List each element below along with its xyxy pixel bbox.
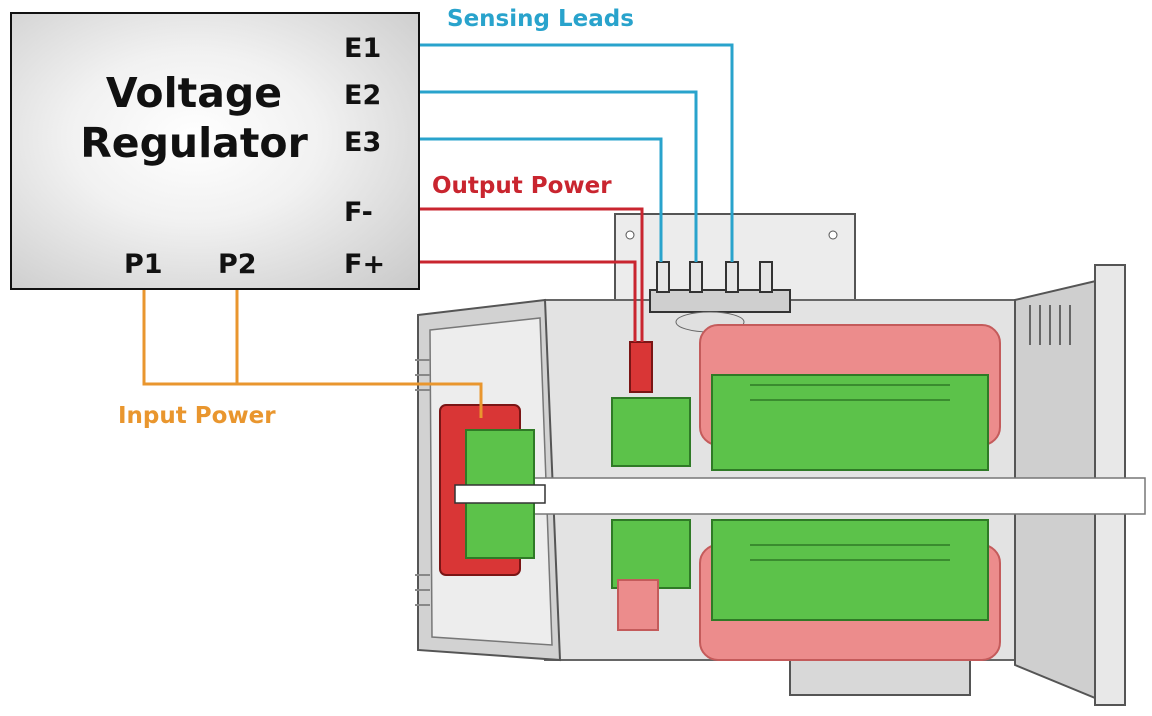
input-power-label: Input Power [118, 403, 276, 429]
voltage-regulator-box: Voltage Regulator E1 E2 E3 F- F+ P1 P2 [10, 12, 420, 290]
terminal-e1: E1 [344, 33, 382, 64]
input-lead-p2 [235, 284, 483, 418]
regulator-title-line1: Voltage [105, 69, 283, 117]
sensing-leads [398, 43, 734, 262]
terminal-f-minus: F- [344, 197, 373, 228]
output-lead-f-minus [398, 207, 644, 342]
sensing-lead-e2 [398, 90, 698, 262]
regulator-title-line2: Regulator [80, 119, 308, 167]
terminal-e3: E3 [344, 127, 382, 158]
terminal-p2: P2 [218, 249, 257, 280]
terminal-e2: E2 [344, 80, 382, 111]
pmg-assembly [439, 404, 546, 576]
input-lead-p1 [142, 284, 237, 386]
exciter-stator [617, 341, 659, 631]
sensing-lead-e1 [398, 43, 734, 262]
terminal-p1: P1 [124, 249, 163, 280]
main-rotor [711, 374, 989, 621]
sensing-leads-label: Sensing Leads [447, 6, 634, 32]
input-power-leads [142, 284, 483, 418]
output-power-leads [398, 207, 644, 342]
sensing-lead-e3 [398, 137, 663, 262]
output-lead-f-plus [398, 260, 637, 342]
exciter-rotor [611, 397, 691, 589]
terminal-f-plus: F+ [344, 249, 386, 280]
output-power-label: Output Power [432, 173, 612, 199]
